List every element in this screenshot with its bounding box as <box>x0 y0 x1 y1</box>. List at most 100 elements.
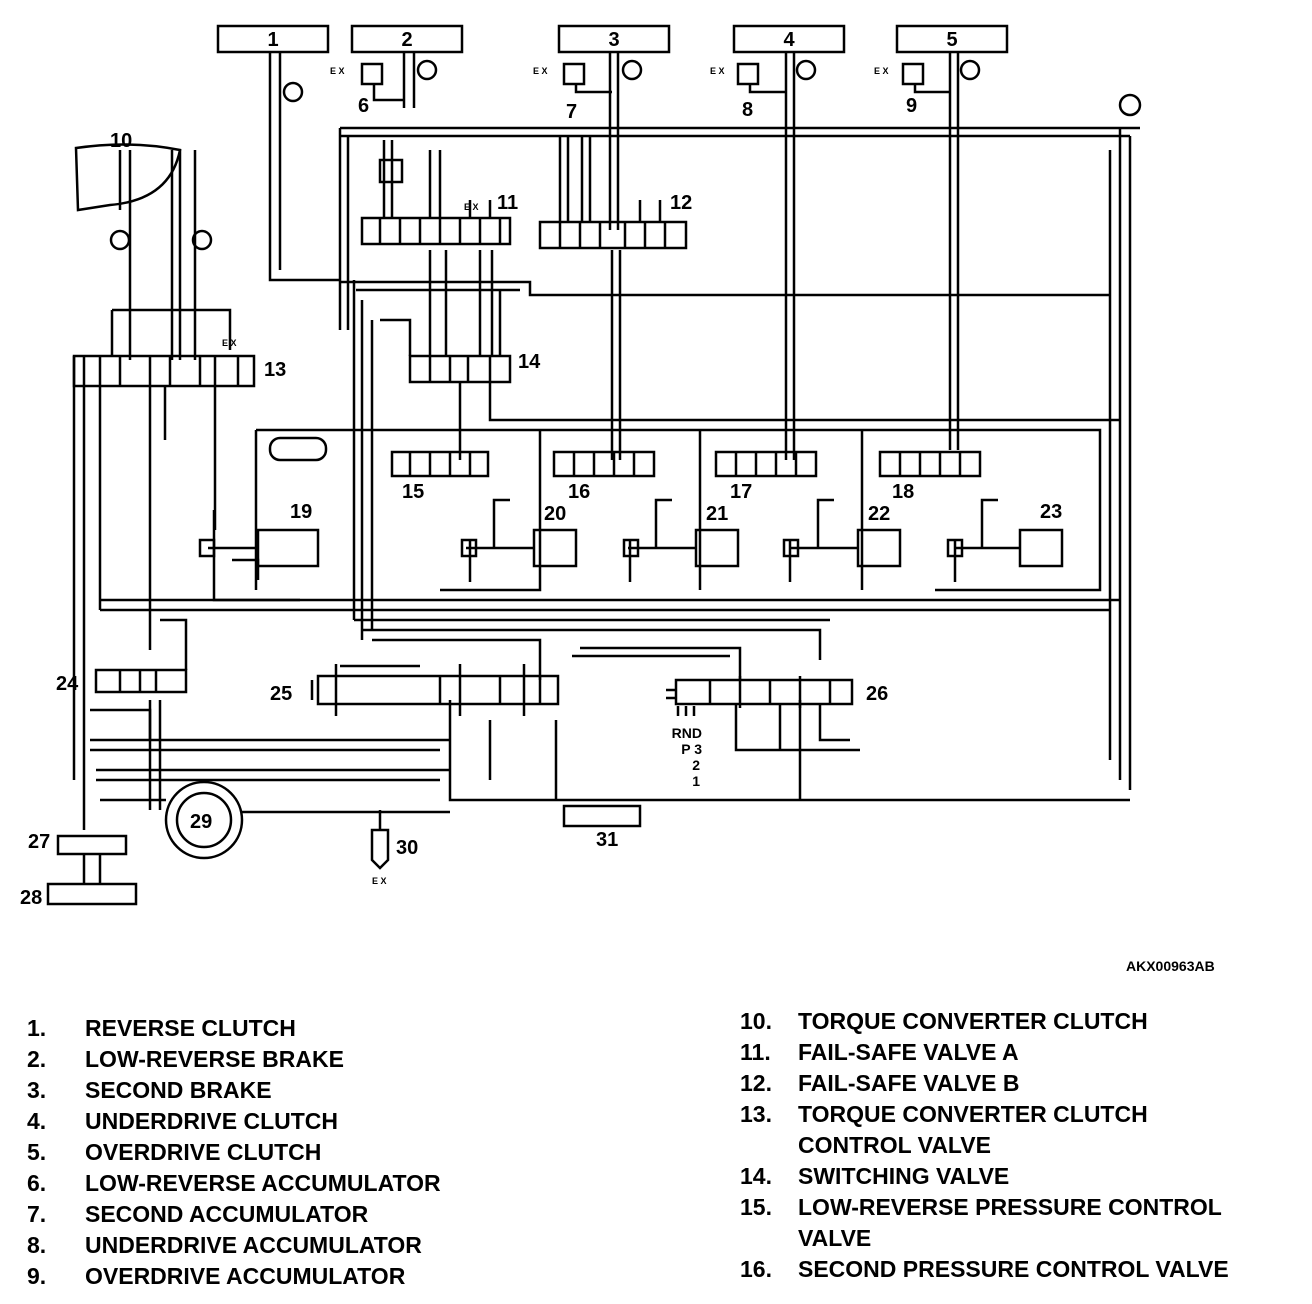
callout-25: 25 <box>270 683 292 705</box>
callout-13: 13 <box>264 359 286 381</box>
legend-item-text: TORQUE CONVERTER CLUTCH <box>798 1008 1148 1034</box>
callout-20: 20 <box>544 503 566 525</box>
legend-item-number: 4. <box>27 1108 47 1134</box>
legend-item: 5. OVERDRIVE CLUTCH <box>27 1137 441 1168</box>
callout-24: 24 <box>56 673 79 695</box>
box-5 <box>895 24 1009 54</box>
legend-left: 1. REVERSE CLUTCH 2. LOW-REVERSE BRAKE 3. SEC… <box>27 1013 441 1292</box>
legend-item-number: 10. <box>740 1008 772 1034</box>
selector-p3: P 3 <box>681 741 702 757</box>
exhaust-label-13: E X <box>222 338 237 348</box>
legend-item-number: 14. <box>740 1163 772 1189</box>
selector-rnd: RND <box>672 725 702 741</box>
legend-item: 12. FAIL-SAFE VALVE B <box>740 1068 1229 1099</box>
legend-item-text: SECOND ACCUMULATOR <box>85 1201 369 1227</box>
legend-item-number: 3. <box>27 1077 47 1103</box>
legend-item-text: FAIL-SAFE VALVE B <box>798 1070 1020 1096</box>
legend-item: 13. TORQUE CONVERTER CLUTCH <box>740 1099 1229 1130</box>
legend-item: 3. SECOND BRAKE <box>27 1075 441 1106</box>
legend-item: 11. FAIL-SAFE VALVE A <box>740 1037 1229 1068</box>
legend-item-text: SWITCHING VALVE <box>798 1163 1010 1189</box>
legend-item-number: 2. <box>27 1046 47 1072</box>
exhaust-label-8: E X <box>710 66 725 76</box>
exhaust-label-6: E X <box>330 66 345 76</box>
legend-item: VALVE <box>740 1223 1229 1254</box>
box-1 <box>216 24 330 54</box>
legend-item-text: TORQUE CONVERTER CLUTCH <box>798 1101 1148 1127</box>
legend-item: 7. SECOND ACCUMULATOR <box>27 1199 441 1230</box>
callout-28: 28 <box>20 887 42 909</box>
legend-item: 16. SECOND PRESSURE CONTROL VALVE <box>740 1254 1229 1285</box>
callout-6: 6 <box>358 95 369 117</box>
callout-30: 30 <box>396 837 418 859</box>
legend-item-text: FAIL-SAFE VALVE A <box>798 1039 1019 1065</box>
legend-item-text: SECOND BRAKE <box>85 1077 272 1103</box>
legend-item-text: UNDERDRIVE ACCUMULATOR <box>85 1232 422 1258</box>
legend-item: 1. REVERSE CLUTCH <box>27 1013 441 1044</box>
box-2 <box>350 24 464 54</box>
box-4 <box>732 24 846 54</box>
legend-item: 2. LOW-REVERSE BRAKE <box>27 1044 441 1075</box>
box-5-label: 5 <box>946 29 957 51</box>
callout-31: 31 <box>596 829 618 851</box>
selector-2: 2 <box>692 757 700 773</box>
callout-15: 15 <box>402 481 424 503</box>
legend-item-number: 5. <box>27 1139 47 1165</box>
legend-item: 6. LOW-REVERSE ACCUMULATOR <box>27 1168 441 1199</box>
legend-item: CONTROL VALVE <box>740 1130 1229 1161</box>
box-2-label: 2 <box>401 29 412 51</box>
legend-item-text: REVERSE CLUTCH <box>85 1015 296 1041</box>
callout-18: 18 <box>892 481 914 503</box>
exhaust-label-30: E X <box>372 876 387 886</box>
callout-19: 19 <box>290 501 312 523</box>
legend-item-text: LOW-REVERSE BRAKE <box>85 1046 344 1072</box>
legend-item-text: CONTROL VALVE <box>798 1132 991 1158</box>
legend-item-number <box>740 1130 798 1161</box>
callout-9: 9 <box>906 95 917 117</box>
box-3-label: 3 <box>608 29 619 51</box>
legend-item-text: OVERDRIVE CLUTCH <box>85 1139 322 1165</box>
legend-item-text: VALVE <box>798 1225 872 1251</box>
callout-26: 26 <box>866 683 888 705</box>
legend-item: 9. OVERDRIVE ACCUMULATOR <box>27 1261 441 1292</box>
legend-right: 10. TORQUE CONVERTER CLUTCH 11. FAIL-SAFE V… <box>740 1006 1229 1285</box>
legend-item-number: 6. <box>27 1170 47 1196</box>
legend-item-text: SECOND PRESSURE CONTROL VALVE <box>798 1256 1229 1282</box>
legend-item: 4. UNDERDRIVE CLUTCH <box>27 1106 441 1137</box>
callout-11: 11 <box>497 192 518 214</box>
legend-item: 15. LOW-REVERSE PRESSURE CONTROL <box>740 1192 1229 1223</box>
legend-item-number: 9. <box>27 1263 47 1289</box>
legend-item-text: LOW-REVERSE ACCUMULATOR <box>85 1170 441 1196</box>
callout-21: 21 <box>706 503 728 525</box>
callout-29: 29 <box>190 811 212 833</box>
box-1-label: 1 <box>267 29 278 51</box>
legend-item-number <box>740 1223 798 1254</box>
legend-item-text: UNDERDRIVE CLUTCH <box>85 1108 338 1134</box>
callout-23: 23 <box>1040 501 1062 523</box>
legend-item-text: OVERDRIVE ACCUMULATOR <box>85 1263 406 1289</box>
legend-item-number: 13. <box>740 1101 772 1127</box>
selector-1: 1 <box>692 773 700 789</box>
callout-22: 22 <box>868 503 890 525</box>
legend-item-number: 8. <box>27 1232 47 1258</box>
exhaust-label-9: E X <box>874 66 889 76</box>
legend-item-number: 11. <box>740 1039 771 1065</box>
callout-16: 16 <box>568 481 590 503</box>
legend-item-number: 12. <box>740 1070 772 1096</box>
exhaust-label-11: E X <box>464 202 479 212</box>
callout-12: 12 <box>670 192 692 214</box>
callout-8: 8 <box>742 99 753 121</box>
reference-code: AKX00963AB <box>1126 958 1215 974</box>
callout-17: 17 <box>730 481 752 503</box>
callout-14: 14 <box>518 351 541 373</box>
callout-7: 7 <box>566 101 577 123</box>
legend-item-number: 7. <box>27 1201 47 1227</box>
legend-item-number: 16. <box>740 1256 772 1282</box>
box-4-label: 4 <box>783 29 795 51</box>
legend-item-text: LOW-REVERSE PRESSURE CONTROL <box>798 1194 1222 1220</box>
legend-item: 14. SWITCHING VALVE <box>740 1161 1229 1192</box>
legend-item-number: 1. <box>27 1015 47 1041</box>
legend-item-number: 15. <box>740 1194 772 1220</box>
callout-10: 10 <box>110 130 132 152</box>
legend-item: 10. TORQUE CONVERTER CLUTCH <box>740 1006 1229 1037</box>
